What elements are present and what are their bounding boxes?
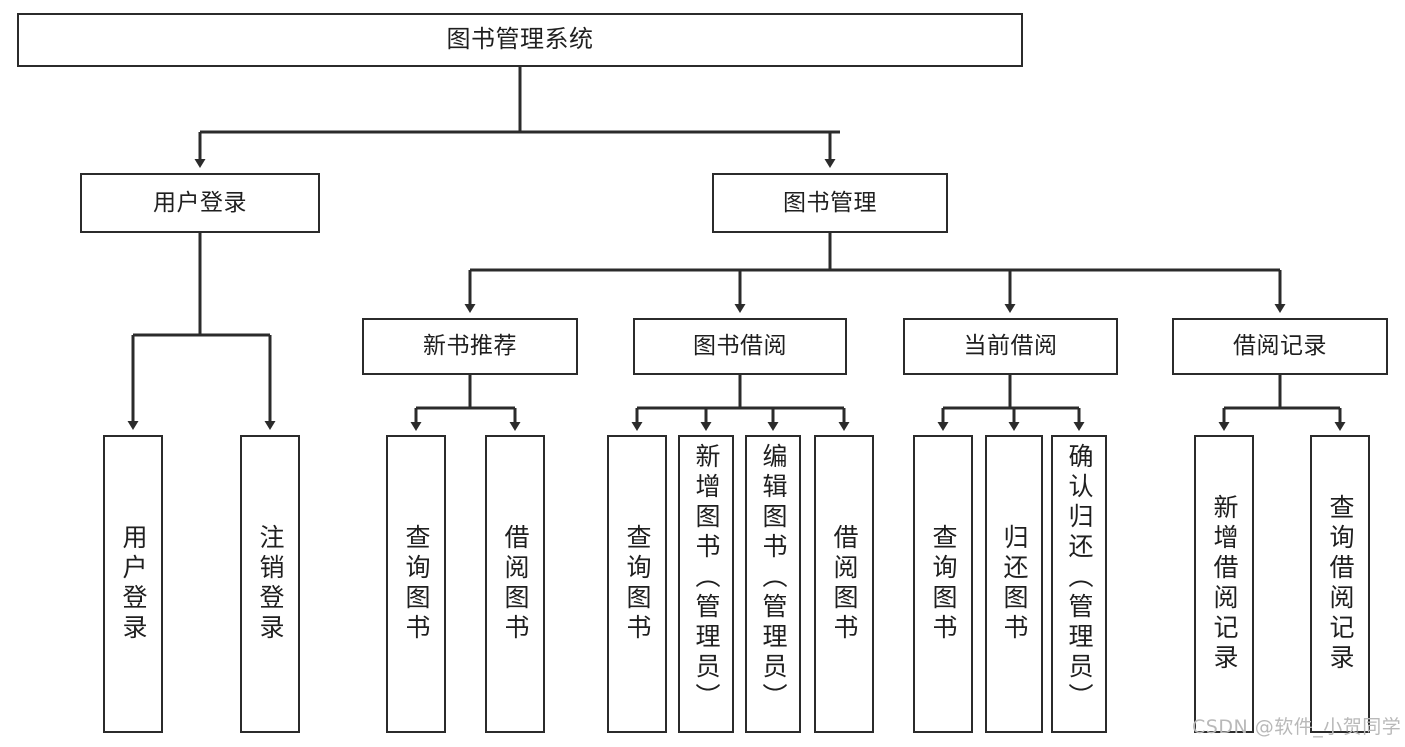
leaf-query-record[interactable]: 查询借阅记录 xyxy=(1310,435,1370,733)
node-label: 借阅记录 xyxy=(1233,333,1327,360)
leaf-logout-login[interactable]: 注销登录 xyxy=(240,435,300,733)
csdn-watermark: CSDN @软件_小贺同学 xyxy=(1192,716,1402,738)
node-root-system[interactable]: 图书管理系统 xyxy=(17,13,1023,67)
leaf-borrow-book-1[interactable]: 借阅图书 xyxy=(485,435,545,733)
leaf-query-book-1[interactable]: 查询图书 xyxy=(386,435,446,733)
node-label: 新增图书（管理员） xyxy=(692,443,721,713)
node-label: 借阅图书 xyxy=(830,524,859,644)
node-label: 新书推荐 xyxy=(423,333,517,360)
leaf-add-record[interactable]: 新增借阅记录 xyxy=(1194,435,1254,733)
node-label: 用户登录 xyxy=(119,524,148,644)
node-label: 查询图书 xyxy=(929,524,958,644)
node-label: 确认归还（管理员） xyxy=(1065,443,1094,713)
leaf-query-book-3[interactable]: 查询图书 xyxy=(913,435,973,733)
node-label: 借阅图书 xyxy=(501,524,530,644)
node-label: 新增借阅记录 xyxy=(1210,494,1239,674)
node-label: 图书管理系统 xyxy=(446,25,594,54)
node-label: 图书借阅 xyxy=(693,333,787,360)
leaf-confirm-return[interactable]: 确认归还（管理员） xyxy=(1051,435,1107,733)
node-label: 编辑图书（管理员） xyxy=(759,443,788,713)
leaf-edit-book[interactable]: 编辑图书（管理员） xyxy=(745,435,801,733)
leaf-return-book[interactable]: 归还图书 xyxy=(985,435,1043,733)
node-label: 查询图书 xyxy=(402,524,431,644)
node-current-borrow[interactable]: 当前借阅 xyxy=(903,318,1118,375)
node-label: 查询图书 xyxy=(623,524,652,644)
node-label: 用户登录 xyxy=(153,189,247,216)
node-label: 当前借阅 xyxy=(963,333,1058,360)
node-label: 归还图书 xyxy=(1000,524,1029,644)
node-label: 查询借阅记录 xyxy=(1326,494,1355,674)
leaf-query-book-2[interactable]: 查询图书 xyxy=(607,435,667,733)
node-book-manage[interactable]: 图书管理 xyxy=(712,173,948,233)
leaf-add-book[interactable]: 新增图书（管理员） xyxy=(678,435,734,733)
node-user-login[interactable]: 用户登录 xyxy=(80,173,320,233)
leaf-user-login[interactable]: 用户登录 xyxy=(103,435,163,733)
node-new-book-recommend[interactable]: 新书推荐 xyxy=(362,318,578,375)
node-book-borrow[interactable]: 图书借阅 xyxy=(633,318,847,375)
node-borrow-record[interactable]: 借阅记录 xyxy=(1172,318,1388,375)
node-label: 注销登录 xyxy=(256,524,285,644)
node-label: 图书管理 xyxy=(783,189,877,216)
leaf-borrow-book-2[interactable]: 借阅图书 xyxy=(814,435,874,733)
